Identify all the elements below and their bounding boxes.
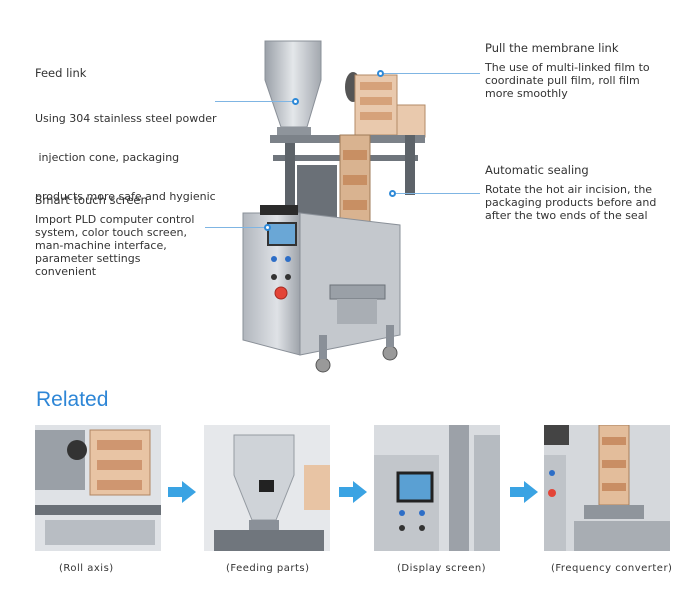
related-caption-feeding-parts: (Feeding parts)	[226, 563, 310, 574]
related-caption-frequency-converter: (Frequency converter)	[551, 563, 673, 574]
related-thumb-feeding-parts[interactable]	[204, 425, 330, 551]
callout-feed-line: injection cone, packaging	[35, 151, 180, 164]
arrow-right-icon	[339, 481, 367, 503]
callout-touch-line: convenient	[35, 265, 97, 278]
feeding-parts-image	[204, 425, 330, 551]
callout-touch-body: Import PLD computer control system, colo…	[35, 213, 194, 278]
packaging-machine-illustration	[242, 40, 426, 373]
callout-touch-line: system, color touch screen,	[35, 226, 187, 239]
callout-sealing-title: Automatic sealing	[485, 163, 589, 177]
callout-touch-line: man-machine interface,	[35, 239, 167, 252]
callout-membrane-line: The use of multi-linked film to	[485, 61, 650, 74]
callout-touch-line: parameter settings	[35, 252, 141, 265]
callout-sealing-line: Rotate the hot air incision, the	[485, 183, 653, 196]
arrow-right-icon	[510, 481, 538, 503]
callout-feed-body: Using 304 stainless steel powder injecti…	[35, 86, 217, 216]
callout-sealing-line: after the two ends of the seal	[485, 209, 648, 222]
callout-sealing-body: Rotate the hot air incision, the packagi…	[485, 183, 656, 222]
callout-feed-line: Using 304 stainless steel powder	[35, 112, 217, 125]
related-thumb-frequency-converter[interactable]	[544, 425, 670, 551]
callout-membrane-dot	[377, 70, 384, 77]
related-thumb-roll-axis[interactable]	[35, 425, 161, 551]
callout-touch-title: Smart touch screen	[35, 193, 148, 207]
frequency-converter-image	[544, 425, 670, 551]
callout-feed-leader	[215, 101, 293, 102]
callout-membrane-line: more smoothly	[485, 87, 568, 100]
callout-feed-line: products more safe and hygienic	[35, 190, 216, 203]
display-screen-image	[374, 425, 500, 551]
related-thumb-display-screen[interactable]	[374, 425, 500, 551]
related-heading: Related	[36, 388, 109, 411]
callout-sealing-dot	[389, 190, 396, 197]
callout-membrane-body: The use of multi-linked film to coordina…	[485, 61, 650, 100]
callout-feed-dot	[292, 98, 299, 105]
callout-touch-line: Import PLD computer control	[35, 213, 195, 226]
arrow-right-icon	[168, 481, 196, 503]
callout-touch-leader	[205, 227, 265, 228]
callout-sealing-leader	[396, 193, 480, 194]
callout-sealing-line: packaging products before and	[485, 196, 657, 209]
roll-axis-image	[35, 425, 161, 551]
callout-membrane-line: coordinate pull film, roll film	[485, 74, 640, 87]
related-caption-roll-axis: (Roll axis)	[59, 563, 114, 574]
related-caption-display-screen: (Display screen)	[397, 563, 487, 574]
callout-membrane-title: Pull the membrane link	[485, 41, 619, 55]
callout-membrane-leader	[384, 73, 480, 74]
callout-feed-title: Feed link	[35, 66, 87, 80]
callout-touch-dot	[264, 224, 271, 231]
